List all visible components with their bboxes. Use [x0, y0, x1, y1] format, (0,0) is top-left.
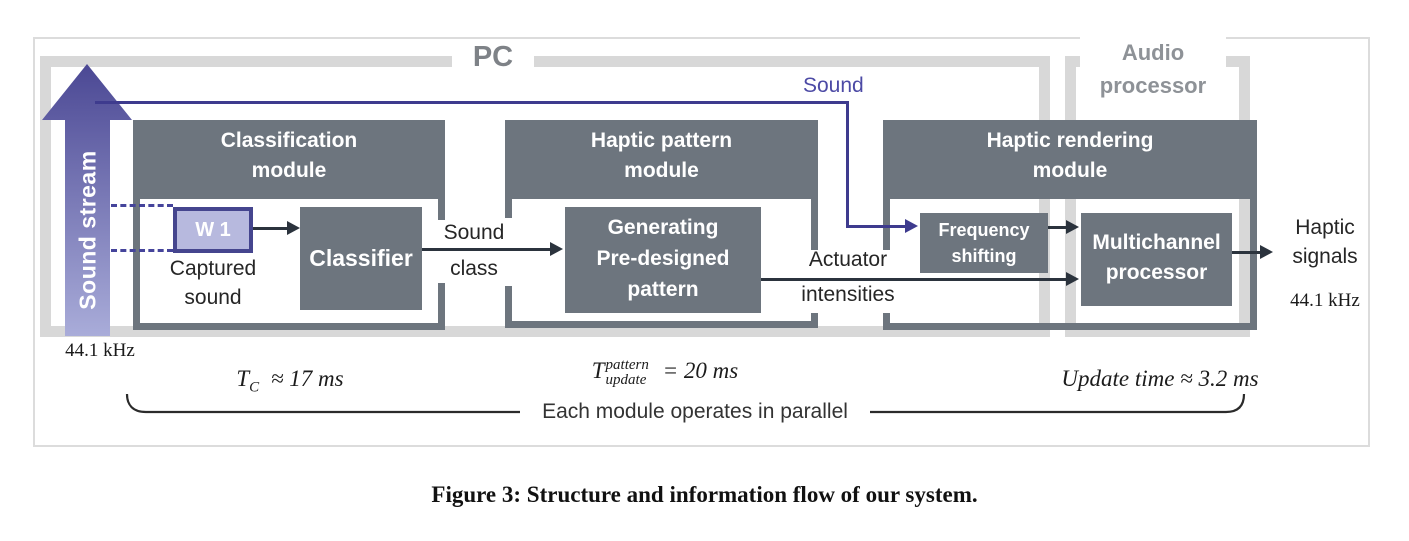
classification-module-frame	[133, 192, 445, 330]
sound-line-arrowhead	[905, 219, 918, 233]
haptic-signals-label: Haptic signals	[1281, 213, 1369, 271]
haptic-signals-line2: signals	[1292, 245, 1358, 268]
timing-classification-value: ≈ 17 ms	[270, 366, 344, 391]
audio-label-line2: processor	[1099, 73, 1207, 98]
haptic-rendering-module-title: Haptic rendering module	[883, 120, 1257, 192]
sound-class-line2: class	[450, 257, 498, 280]
arrow-w1-to-classifier	[253, 227, 289, 230]
haptic-pattern-module-title: Haptic pattern module	[505, 120, 818, 192]
classifier-box: Classifier	[300, 207, 422, 310]
haptic-rendering-module-frame	[883, 192, 1257, 330]
arrowhead-w1-to-classifier	[287, 221, 300, 235]
multichannel-line2: processor	[1105, 261, 1208, 284]
timing-pattern-base: T	[591, 358, 605, 383]
parallel-note: Each module operates in parallel	[520, 399, 870, 425]
sound-class-label: Sound class	[440, 219, 508, 283]
generating-pattern-box: Generating Pre-designed pattern	[565, 207, 761, 313]
arrowhead-haptic-signals	[1260, 245, 1273, 259]
timing-classification-sub: C	[249, 379, 260, 396]
haptic-rendering-frame-gap-left	[883, 250, 890, 313]
haptic-rendering-title-line2: module	[1032, 159, 1108, 182]
arrowhead-actuator-intensities	[1066, 272, 1079, 286]
captured-window-box: W 1	[173, 207, 253, 253]
timing-classification: TC ≈ 17 ms	[210, 366, 370, 397]
pc-label: PC	[452, 42, 534, 72]
timing-pattern-sub: update	[605, 372, 647, 388]
haptic-pattern-frame-gap-right	[811, 250, 818, 313]
captured-sound-line2: sound	[184, 286, 242, 309]
capture-dashed-line-bottom	[111, 249, 173, 252]
generating-pattern-line3: pattern	[627, 278, 699, 301]
actuator-line2: intensities	[801, 283, 895, 306]
sound-line-vertical	[846, 101, 849, 227]
audio-processor-label: Audio processor	[1080, 36, 1226, 110]
frequency-shifting-line1: Frequency	[938, 220, 1030, 240]
haptic-rendering-title-line1: Haptic rendering	[986, 129, 1154, 152]
classifier-label: Classifier	[309, 245, 413, 271]
captured-sound-label: Captured sound	[158, 254, 268, 312]
captured-sound-line1: Captured	[169, 257, 257, 280]
classification-frame-gap-right	[438, 220, 445, 283]
haptic-pattern-title-line1: Haptic pattern	[590, 129, 733, 152]
actuator-line1: Actuator	[808, 248, 888, 271]
timing-pattern-value: = 20 ms	[662, 358, 739, 383]
multichannel-line1: Multichannel	[1092, 231, 1221, 254]
multichannel-processor-box: Multichannel processor	[1081, 213, 1232, 306]
haptic-pattern-title-line2: module	[624, 159, 699, 182]
arrow-frequency-to-multichannel	[1048, 226, 1068, 229]
arrowhead-frequency-to-multichannel	[1066, 220, 1079, 234]
arrow-actuator-intensities	[761, 278, 1068, 281]
timing-classification-base: T	[236, 366, 250, 391]
sound-line-label: Sound	[803, 74, 864, 97]
frequency-shifting-line2: shifting	[951, 246, 1017, 266]
generating-pattern-line1: Generating	[607, 216, 719, 239]
arrowhead-sound-class	[550, 242, 563, 256]
sound-class-line1: Sound	[443, 221, 505, 244]
figure-caption: Figure 3: Structure and information flow…	[431, 482, 978, 507]
arrow-sound-class	[422, 248, 552, 251]
sound-stream-label: Sound stream	[74, 150, 101, 310]
capture-dashed-line-top	[111, 204, 173, 207]
sound-line-horizontal	[95, 101, 849, 104]
sound-stream-rate: 44.1 kHz	[65, 340, 135, 361]
actuator-intensities-label: Actuator intensities	[793, 245, 903, 309]
timing-rendering: Update time ≈ 3.2 ms	[1061, 366, 1259, 391]
classification-title-line1: Classification	[220, 129, 358, 152]
haptic-pattern-frame-gap-left	[505, 218, 512, 286]
audio-label-line1: Audio	[1121, 40, 1185, 65]
classification-title-line2: module	[251, 159, 327, 182]
haptic-pattern-module-frame	[505, 192, 818, 328]
frequency-shifting-box: Frequency shifting	[920, 213, 1048, 273]
arrow-haptic-signals	[1232, 251, 1262, 254]
sound-line-to-frequency	[846, 225, 906, 228]
classification-module-title: Classification module	[133, 120, 445, 192]
haptic-signals-rate: 44.1 kHz	[1290, 290, 1360, 311]
haptic-signals-line1: Haptic	[1295, 216, 1355, 239]
timing-pattern-sup: pattern	[605, 357, 649, 373]
figure-outline	[33, 37, 1370, 447]
generating-pattern-line2: Pre-designed	[596, 247, 730, 270]
